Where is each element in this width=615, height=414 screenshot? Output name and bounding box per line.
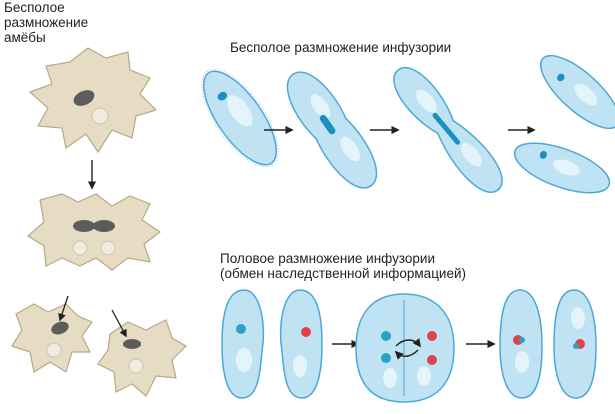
amoeba-title-line-3: амёбы bbox=[4, 30, 46, 45]
ciliate-sexual-title-line-2: (обмен наследственной информацией) bbox=[220, 266, 467, 281]
ciliate-2 bbox=[286, 71, 378, 189]
amoeba-daughter-left bbox=[11, 303, 93, 373]
ciliate-daughter-bottom bbox=[513, 142, 611, 194]
amoeba-dividing bbox=[26, 193, 162, 271]
amoeba-arrow-left bbox=[58, 295, 69, 322]
amoeba-daughter-right bbox=[97, 319, 187, 397]
amoeba-arrow-right bbox=[111, 309, 127, 338]
ciliate-asexual-title: Бесполое размножение инфузории bbox=[230, 40, 452, 55]
nucleus-blue-left bbox=[236, 324, 246, 334]
nucleus-dividing-left bbox=[73, 220, 95, 232]
ciliate-sexual-title: Половое размножение инфузории (обмен нас… bbox=[220, 251, 466, 281]
nucleus-dividing-right bbox=[93, 220, 115, 232]
ciliate-1 bbox=[201, 68, 279, 168]
nucleus-red-right bbox=[301, 327, 311, 337]
amoeba-title: Бесполое размножение амёбы bbox=[4, 0, 88, 45]
amoeba-vacuole bbox=[91, 107, 109, 125]
amoeba-title-line-1: Бесполое bbox=[4, 0, 65, 15]
amoeba-1 bbox=[28, 47, 158, 154]
ciliate-daughter-top bbox=[539, 54, 615, 130]
conjugation-pair-before bbox=[221, 289, 323, 399]
conjugation-exchange bbox=[355, 293, 455, 403]
ciliate-3 bbox=[393, 67, 503, 193]
amoeba-nucleus bbox=[73, 90, 95, 106]
ciliate-sexual-title-line-1: Половое размножение инфузории bbox=[220, 251, 436, 266]
conjugation-pair-after bbox=[499, 289, 597, 399]
amoeba-title-line-2: размножение bbox=[4, 15, 89, 30]
